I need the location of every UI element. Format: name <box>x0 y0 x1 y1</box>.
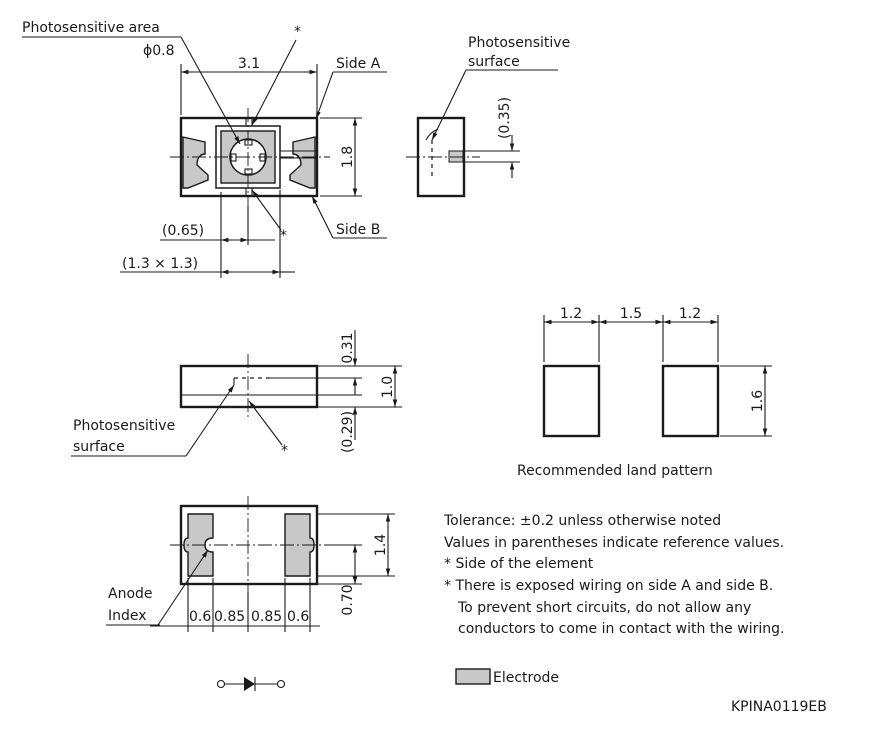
side-view: Photosensitive surface (0.35) <box>406 35 570 198</box>
star-front: * <box>281 443 288 459</box>
note-wiring-3: conductors to come in contact with the w… <box>458 621 784 637</box>
star-top: * <box>294 24 301 40</box>
dim-06-left: 0.6 <box>189 609 211 625</box>
star-bottom: * <box>280 228 287 244</box>
label-ps-surface-2: surface <box>468 54 520 70</box>
label-anode-2: Index <box>108 608 147 624</box>
trace-right <box>280 150 317 159</box>
package-outline-front <box>179 364 319 409</box>
dim-06-right: 0.6 <box>287 609 309 625</box>
dim-height-top: 1.8 <box>340 146 356 168</box>
note-reference: Values in parentheses indicate reference… <box>444 535 784 551</box>
front-view: 0.31 (0.29) 1.0 Photosensitive surface * <box>71 330 402 459</box>
note-wiring-2: To prevent short circuits, do not allow … <box>457 600 751 616</box>
label-anode-1: Anode <box>108 586 153 602</box>
note-tolerance: Tolerance: ±0.2 unless otherwise noted <box>443 513 721 529</box>
dim-085-right: 0.85 <box>251 609 282 625</box>
left-electrode-top <box>182 136 209 189</box>
dim-029: (0.29) <box>340 411 356 453</box>
label-photosensitive-area: Photosensitive area <box>22 20 160 36</box>
dim-14: 1.4 <box>373 534 389 556</box>
dim-10: 1.0 <box>380 376 396 398</box>
land-pattern: 1.2 1.5 1.2 1.6 Recommended land pattern <box>517 306 772 479</box>
dim-085-left: 0.85 <box>214 609 245 625</box>
notes: Tolerance: ±0.2 unless otherwise noted V… <box>443 513 784 637</box>
dim-035: (0.35) <box>497 97 513 139</box>
bottom-view: 1.4 0.70 0.6 0.85 0.85 0.6 Anode Index <box>106 496 395 632</box>
label-land-pattern: Recommended land pattern <box>517 463 713 479</box>
land-pad-left <box>542 364 601 438</box>
dim-070: 0.70 <box>340 584 356 615</box>
diode-symbol <box>216 677 286 691</box>
label-side-b: Side B <box>336 222 380 238</box>
label-front-ps-2: surface <box>73 439 125 455</box>
dim-12-left: 1.2 <box>560 306 582 322</box>
right-electrode-top <box>289 136 316 189</box>
label-front-ps-1: Photosensitive <box>73 418 175 434</box>
legend-electrode-label: Electrode <box>493 670 559 686</box>
label-phi: ϕ0.8 <box>143 43 175 59</box>
label-side-a: Side A <box>336 56 381 72</box>
dim-15: 1.5 <box>620 306 642 322</box>
label-ps-surface-1: Photosensitive <box>468 35 570 51</box>
dim-12-right: 1.2 <box>679 306 701 322</box>
land-pad-right <box>661 364 720 438</box>
dim-031: 0.31 <box>340 332 356 363</box>
electrode-swatch <box>455 668 491 685</box>
dim-16: 1.6 <box>750 390 766 412</box>
note-side: * Side of the element <box>444 556 594 572</box>
dim-width-top: 3.1 <box>238 56 260 72</box>
electrode-legend: Electrode <box>455 668 559 686</box>
top-view: 3.1 1.8 Photosensitive area ϕ0.8 * Side … <box>22 20 387 278</box>
drawing-code: KPINA0119EB <box>731 699 827 715</box>
note-wiring-1: * There is exposed wiring on side A and … <box>444 578 773 594</box>
dim-065: (0.65) <box>162 223 204 239</box>
dim-13x13: (1.3 × 1.3) <box>122 256 198 272</box>
